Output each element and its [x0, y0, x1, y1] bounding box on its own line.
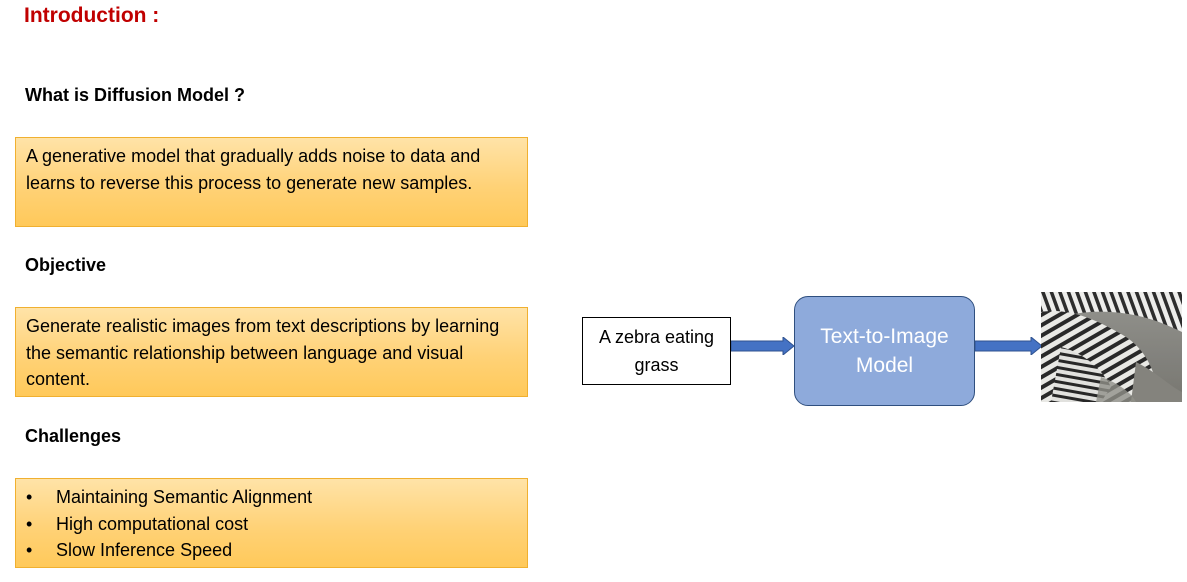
- text-to-image-model-box: Text-to-Image Model: [794, 296, 975, 406]
- objective-box: Generate realistic images from text desc…: [15, 307, 528, 397]
- challenges-list: Maintaining Semantic Alignment High comp…: [26, 484, 517, 564]
- challenge-item: Maintaining Semantic Alignment: [26, 484, 517, 511]
- definition-box: A generative model that gradually adds n…: [15, 137, 528, 227]
- input-prompt-text: A zebra eating grass: [598, 327, 715, 375]
- arrow-model-to-output: [975, 337, 1043, 355]
- objective-text: Generate realistic images from text desc…: [26, 316, 500, 389]
- page-title: Introduction :: [24, 4, 160, 27]
- zebra-output-image: [1041, 292, 1182, 402]
- model-label: Text-to-Image Model: [820, 325, 949, 377]
- objective-heading: Objective: [25, 255, 107, 275]
- challenge-item: Slow Inference Speed: [26, 537, 517, 564]
- arrow-input-to-model: [731, 337, 795, 355]
- input-prompt-box: A zebra eating grass: [582, 317, 731, 385]
- definition-text: A generative model that gradually adds n…: [26, 146, 481, 193]
- challenges-heading: Challenges: [25, 426, 122, 446]
- challenges-box: Maintaining Semantic Alignment High comp…: [15, 478, 528, 568]
- definition-heading: What is Diffusion Model ?: [25, 85, 245, 105]
- challenge-item: High computational cost: [26, 511, 517, 538]
